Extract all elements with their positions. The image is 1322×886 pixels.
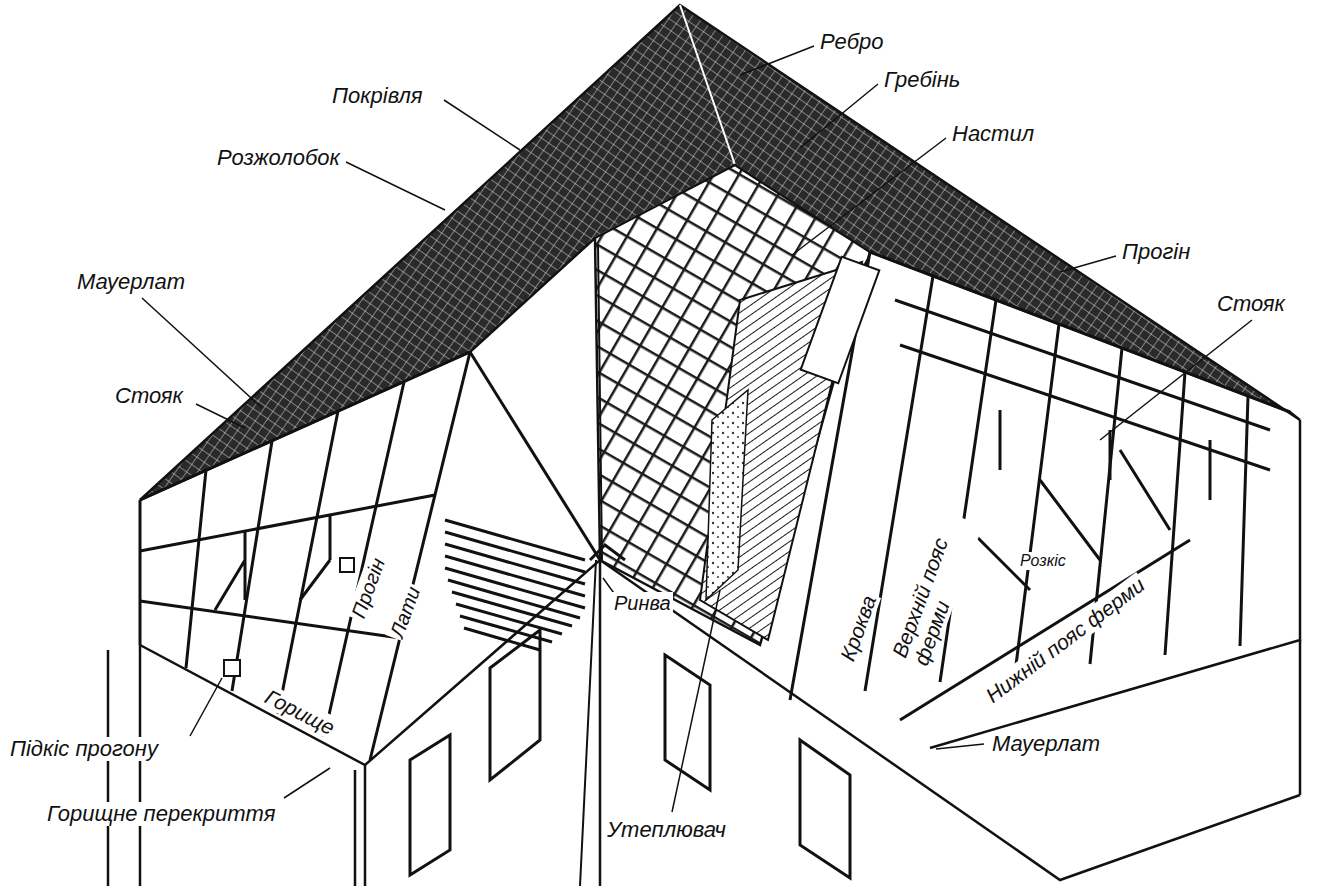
- label-holder: Розжолобок: [215, 146, 342, 170]
- left-framing: [140, 352, 600, 760]
- part-label: Прогін: [1120, 240, 1192, 264]
- part-label: Стояк: [1215, 292, 1287, 316]
- label-holder: Прогін: [1120, 240, 1192, 264]
- label-holder: Верхній пояс ферми: [887, 510, 983, 671]
- label-holder: Кроква: [835, 590, 881, 665]
- insulation: [706, 390, 748, 600]
- label-holder: Утеплювач: [605, 818, 728, 842]
- valley-line: [580, 245, 602, 886]
- part-label: Горище: [260, 684, 341, 740]
- part-label: Нижній пояс ферми: [980, 572, 1151, 709]
- part-label: Утеплювач: [605, 818, 728, 842]
- part-label: Мауерлат: [75, 270, 187, 294]
- label-holder: Ребро: [818, 30, 886, 54]
- part-label: Стояк: [113, 384, 185, 408]
- part-label: Розжолобок: [215, 146, 342, 170]
- part-label: Прогін: [346, 553, 389, 623]
- part-label: Кроква: [835, 590, 881, 665]
- part-label: Верхній пояс ферми: [887, 510, 983, 671]
- roof-opening: [801, 257, 880, 383]
- part-label: Настил: [950, 122, 1036, 146]
- right-framing: [790, 252, 1290, 720]
- part-label: Ринва: [612, 592, 673, 614]
- part-label: Мауерлат: [990, 732, 1102, 756]
- label-holder: Горище: [260, 684, 341, 740]
- windows: [410, 630, 850, 878]
- part-label: Горищне перекриття: [45, 802, 277, 826]
- leader-lines: [142, 46, 1252, 812]
- part-label: Розкіс: [1018, 552, 1068, 570]
- lath-grid: [595, 165, 870, 645]
- label-holder: Лати: [385, 582, 425, 643]
- lath-boards: [445, 520, 585, 650]
- label-holder: Гребінь: [882, 68, 962, 92]
- post-base: [340, 558, 354, 572]
- label-holder: Стояк: [113, 384, 185, 408]
- label-holder: Мауерлат: [990, 732, 1102, 756]
- label-holder: Розкіс: [1018, 552, 1068, 570]
- label-holder: Підкіс прогону: [8, 737, 160, 761]
- label-holder: Нижній пояс ферми: [980, 572, 1151, 709]
- gutter: [590, 545, 625, 560]
- part-label: Ребро: [818, 30, 886, 54]
- label-holder: Стояк: [1215, 292, 1287, 316]
- part-label: Покрівля: [330, 84, 425, 108]
- part-label: Підкіс прогону: [8, 737, 160, 761]
- label-holder: Покрівля: [330, 84, 425, 108]
- label-holder: Мауерлат: [75, 270, 187, 294]
- label-holder: Горищне перекриття: [45, 802, 277, 826]
- label-holder: Ринва: [612, 592, 673, 614]
- part-label: Гребінь: [882, 68, 962, 92]
- part-label: Лати: [385, 582, 425, 643]
- post-base: [224, 660, 240, 676]
- label-holder: Настил: [950, 122, 1036, 146]
- label-holder: Прогін: [346, 553, 389, 623]
